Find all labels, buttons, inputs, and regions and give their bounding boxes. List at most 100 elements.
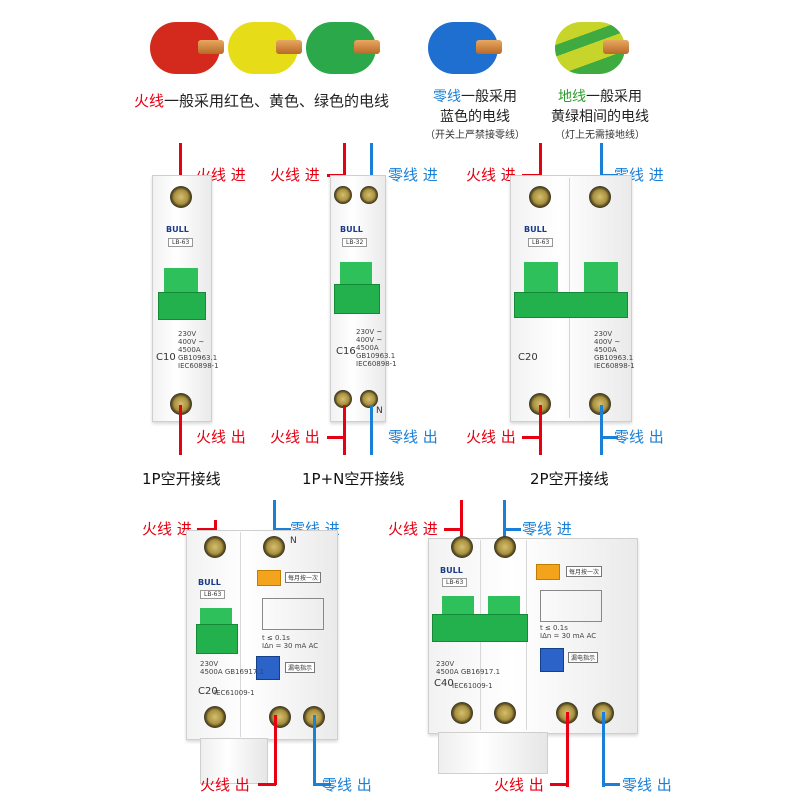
leak-indicator [540, 648, 564, 672]
neutral-bottom-terminal-1 [269, 706, 291, 728]
switch-lever[interactable] [334, 284, 380, 314]
live-top-terminal [451, 536, 473, 558]
spec-standard: IEC61009-1 [452, 682, 493, 690]
neutral-out-label: 零线 出 [322, 776, 372, 794]
neutral-out-label: 零线 出 [388, 428, 438, 446]
neutral-bottom-terminal [589, 393, 611, 415]
neutral-top-terminal [263, 536, 285, 558]
brand-logo: BULL [340, 225, 363, 234]
live-in-label: 火线 进 [388, 520, 438, 538]
live-bottom-terminal [529, 393, 551, 415]
neutral-out-leader [313, 783, 331, 786]
neutral-out-wire [600, 405, 603, 455]
live-in-label: 火线 进 [142, 520, 192, 538]
neutral-in-label: 零线 进 [388, 166, 438, 184]
model-label: LB-63 [200, 590, 226, 599]
copper-tip [476, 40, 502, 54]
brand-logo: BULL [524, 225, 547, 234]
test-button[interactable] [257, 570, 281, 586]
neutral-in-wire [370, 143, 373, 193]
n-mark: N [290, 536, 297, 546]
lower-housing [200, 738, 268, 784]
copper-tip [276, 40, 302, 54]
live-in-leader [197, 528, 216, 531]
spec-standard: IEC61009-1 [214, 689, 255, 697]
neutral-out-wire [370, 405, 373, 455]
live-bottom-terminal [204, 706, 226, 728]
live-word: 火线 [134, 92, 165, 110]
copper-tip [603, 40, 629, 54]
live-out-wire [179, 405, 182, 455]
live-legend-text: 火线一般采用红色、黄色、绿色的电线 [134, 90, 389, 111]
rating-label: C20 [198, 686, 218, 697]
live-in-label: 火线 进 [270, 166, 320, 184]
live-out-label: 火线 出 [196, 428, 246, 446]
switch-lever[interactable] [158, 292, 206, 320]
neutral-top-terminal [360, 186, 378, 204]
caption-1pn: 1P+N空开接线 [302, 470, 405, 488]
live-in-label: 火线 进 [466, 166, 516, 184]
live-out-label: 火线 出 [466, 428, 516, 446]
live-bottom-terminal [334, 390, 352, 408]
neutral-in-wire [600, 143, 603, 193]
live-top-terminal [204, 536, 226, 558]
neutral-top-terminal [494, 536, 516, 558]
live-top-terminal [334, 186, 352, 204]
ground-note: （灯上无需接地线） [555, 130, 645, 141]
neutral-out-leader [600, 436, 618, 439]
rating-label: C40 [434, 678, 454, 689]
live-out-leader [258, 783, 276, 786]
pole-divider [240, 532, 241, 737]
breaker-body [186, 530, 338, 740]
switch-lever[interactable] [432, 614, 528, 642]
model-label: LB-63 [168, 238, 194, 247]
neutral-in-leader [503, 528, 521, 531]
live-out-label: 火线 出 [494, 776, 544, 794]
switch-lever[interactable] [196, 624, 238, 654]
neutral-desc-1: 一般采用 [461, 89, 517, 105]
neutral-bottom-terminal [360, 390, 378, 408]
neutral-word: 零线 [433, 89, 461, 105]
brand-logo: BULL [166, 225, 189, 234]
bottom-terminal-2 [494, 702, 516, 724]
live-in-leader [444, 528, 462, 531]
test-tag: 每月按一次 [566, 566, 603, 577]
neutral-top-terminal [589, 186, 611, 208]
brand-logo: BULL [198, 578, 221, 587]
live-out-label: 火线 出 [270, 428, 320, 446]
ground-word: 地线 [558, 89, 586, 105]
live-description: 一般采用红色、黄色、绿色的电线 [164, 92, 390, 110]
live-out-wire [343, 405, 346, 455]
model-label: LB-63 [528, 238, 554, 247]
neutral-desc-2: 蓝色的电线 [440, 109, 510, 125]
neutral-out-label: 零线 出 [622, 776, 672, 794]
rating-label: C16 [336, 346, 356, 357]
test-button[interactable] [536, 564, 560, 580]
trip-spec: t ≤ 0.1s IΔn = 30 mA AC [540, 624, 597, 640]
caption-1p: 1P空开接线 [142, 470, 221, 488]
neutral-in-leader [273, 528, 291, 531]
live-out-leader [522, 436, 541, 439]
caption-2p: 2P空开接线 [530, 470, 609, 488]
rating-label: C10 [156, 352, 176, 363]
test-tag: 每月按一次 [285, 572, 322, 583]
model-label: LB-32 [342, 238, 368, 247]
ground-legend-text: 地线一般采用 黄绿相间的电线 （灯上无需接地线） [540, 86, 660, 141]
switch-lever[interactable] [514, 292, 628, 318]
live-in-wire [539, 143, 542, 193]
leak-tag: 漏电指示 [285, 662, 316, 673]
neutral-in-label: 零线 进 [522, 520, 572, 538]
live-out-leader [327, 436, 345, 439]
live-in-wire [343, 143, 346, 193]
neutral-out-wire [313, 715, 316, 785]
live-out-wire [274, 715, 277, 785]
lower-housing [438, 732, 548, 774]
bottom-terminal [170, 393, 192, 415]
leak-tag: 漏电指示 [568, 652, 599, 663]
circuit-diagram [262, 598, 324, 630]
neutral-out-leader [602, 783, 620, 786]
